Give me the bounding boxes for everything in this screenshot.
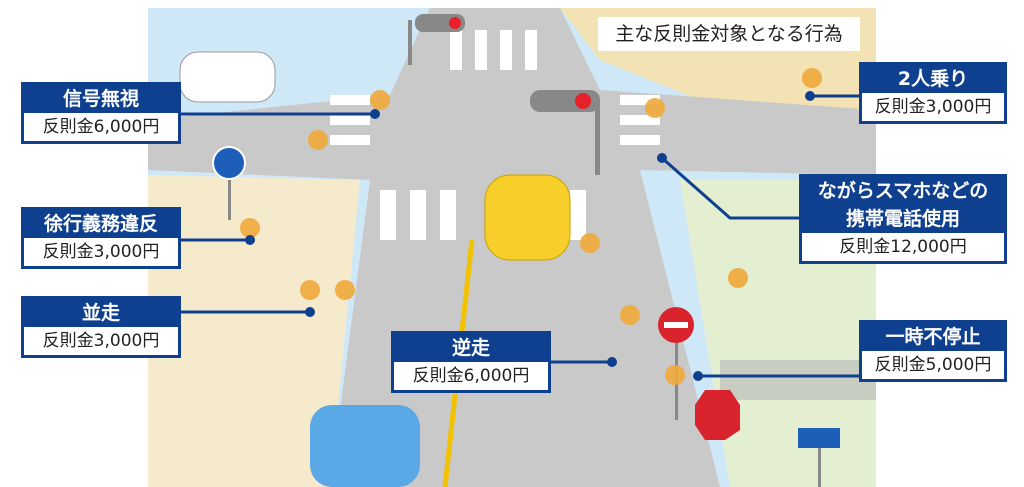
violation-name: 逆走 — [451, 337, 490, 359]
signs — [212, 146, 840, 487]
white-car — [179, 51, 276, 103]
label-wrong-way: 逆走 反則金6,000円 — [391, 331, 551, 393]
label-side-by-side: 並走 反則金3,000円 — [21, 296, 181, 358]
label-slow-down-duty: 徐行義務違反 反則金3,000円 — [21, 207, 181, 269]
violation-name: 2人乗り — [897, 68, 969, 90]
cyclists — [240, 68, 822, 385]
label-signal-ignore: 信号無視 反則金6,000円 — [21, 82, 181, 144]
violation-fine: 反則金12,000円 — [802, 233, 1004, 261]
yellow-car — [484, 174, 571, 261]
violation-name: 並走 — [81, 302, 120, 324]
label-no-stop: 一時不停止 反則金5,000円 — [859, 320, 1007, 382]
leader-lines — [180, 94, 860, 378]
diagram-title: 主な反則金対象となる行為 — [598, 17, 860, 51]
violation-name: 信号無視 — [62, 88, 139, 110]
violation-name-line2: 携帯電話使用 — [845, 208, 960, 230]
violation-fine: 反則金3,000円 — [24, 238, 178, 266]
violation-name: 一時不停止 — [885, 326, 981, 348]
blue-car — [310, 405, 420, 487]
label-phone-use: ながらスマホなどの 携帯電話使用 反則金12,000円 — [799, 174, 1007, 264]
label-two-riders: 2人乗り 反則金3,000円 — [859, 62, 1007, 124]
violation-fine: 反則金3,000円 — [862, 93, 1004, 121]
violation-fine: 反則金6,000円 — [394, 362, 548, 390]
traffic-light — [408, 14, 600, 175]
violation-fine: 反則金6,000円 — [24, 113, 178, 141]
violation-name-line1: ながらスマホなどの — [817, 180, 989, 202]
violation-name: 徐行義務違反 — [43, 213, 158, 235]
violation-fine: 反則金5,000円 — [862, 351, 1004, 379]
violation-fine: 反則金3,000円 — [24, 327, 178, 355]
